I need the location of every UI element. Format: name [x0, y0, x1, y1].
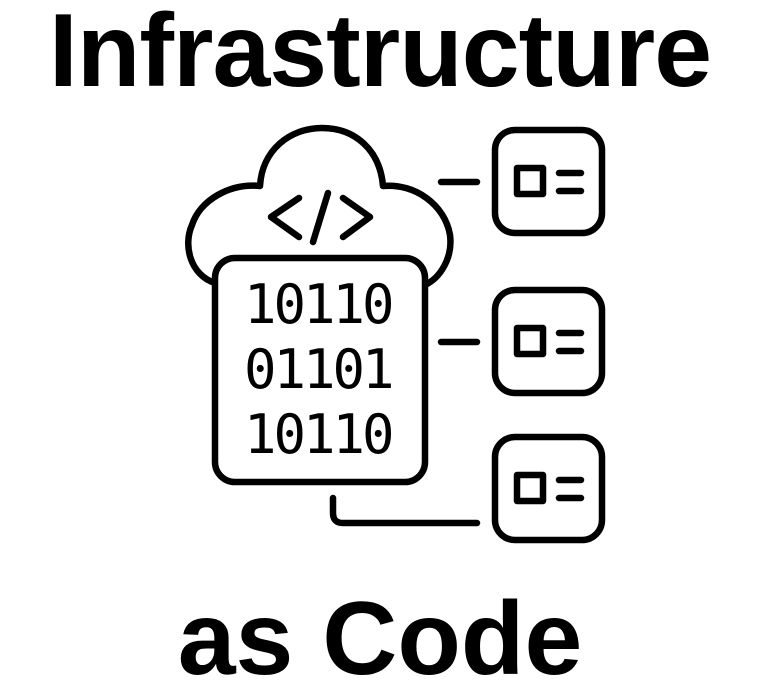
- cloud-icon: [185, 124, 454, 289]
- connector-lines: [329, 178, 481, 527]
- binary-row-3: 10110: [244, 403, 392, 466]
- server-card-1: [491, 126, 606, 237]
- server-card-2: [491, 286, 606, 397]
- server-card-3: [491, 433, 606, 544]
- binary-row-1: 10110: [244, 273, 392, 336]
- title-as-code: as Code: [177, 581, 583, 697]
- binary-row-2: 01101: [244, 338, 392, 401]
- infrastructure-as-code-icon: 10110 01101 10110: [185, 124, 606, 544]
- title-infrastructure: Infrastructure: [48, 0, 712, 109]
- code-brackets-icon: [267, 189, 374, 246]
- binary-box: [211, 254, 429, 486]
